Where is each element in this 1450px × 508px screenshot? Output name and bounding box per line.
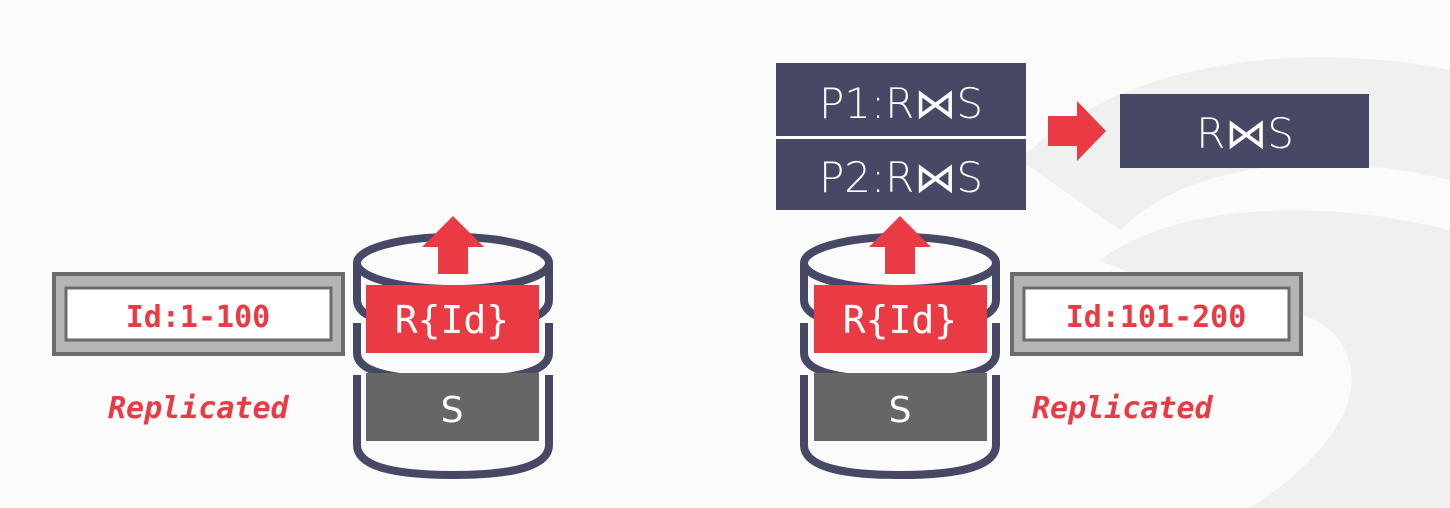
final-result-box	[1120, 94, 1369, 168]
left-partition-box	[366, 285, 539, 353]
right-range-label-inner	[1022, 286, 1291, 342]
right-range-label: Id:101-200	[1066, 300, 1247, 335]
partial-results-stack: P1:R⋈S P2:R⋈S	[776, 63, 1026, 210]
left-node: R{Id} S Id:1-100 Replicated	[52, 216, 553, 480]
right-node: R{Id} S Id:101-200 Replicated	[800, 216, 1303, 480]
partial-result-box-1	[776, 63, 1026, 136]
left-arrow-up-icon	[422, 216, 484, 274]
partial-result-box-2	[776, 139, 1026, 210]
right-arrow-up-icon	[869, 216, 931, 274]
final-result-label: R⋈S	[1196, 109, 1294, 158]
left-partition-label: R{Id}	[395, 298, 509, 342]
partial-result-label-2: P2:R⋈S	[819, 153, 983, 202]
left-replicated-caption: Replicated	[108, 391, 290, 426]
combine-arrow-right-icon	[1048, 101, 1106, 161]
left-range-label-inner	[64, 286, 333, 342]
left-replicated-table-box	[366, 373, 539, 441]
left-replicated-table-label: S	[441, 390, 464, 431]
right-partition-box	[814, 285, 987, 353]
right-partition-label: R{Id}	[843, 298, 957, 342]
right-replicated-table-box	[814, 373, 987, 441]
right-replicated-caption: Replicated	[1032, 391, 1214, 426]
partial-result-label-1: P1:R⋈S	[819, 79, 983, 128]
left-range-label: Id:1-100	[126, 300, 271, 335]
right-replicated-table-label: S	[889, 390, 912, 431]
